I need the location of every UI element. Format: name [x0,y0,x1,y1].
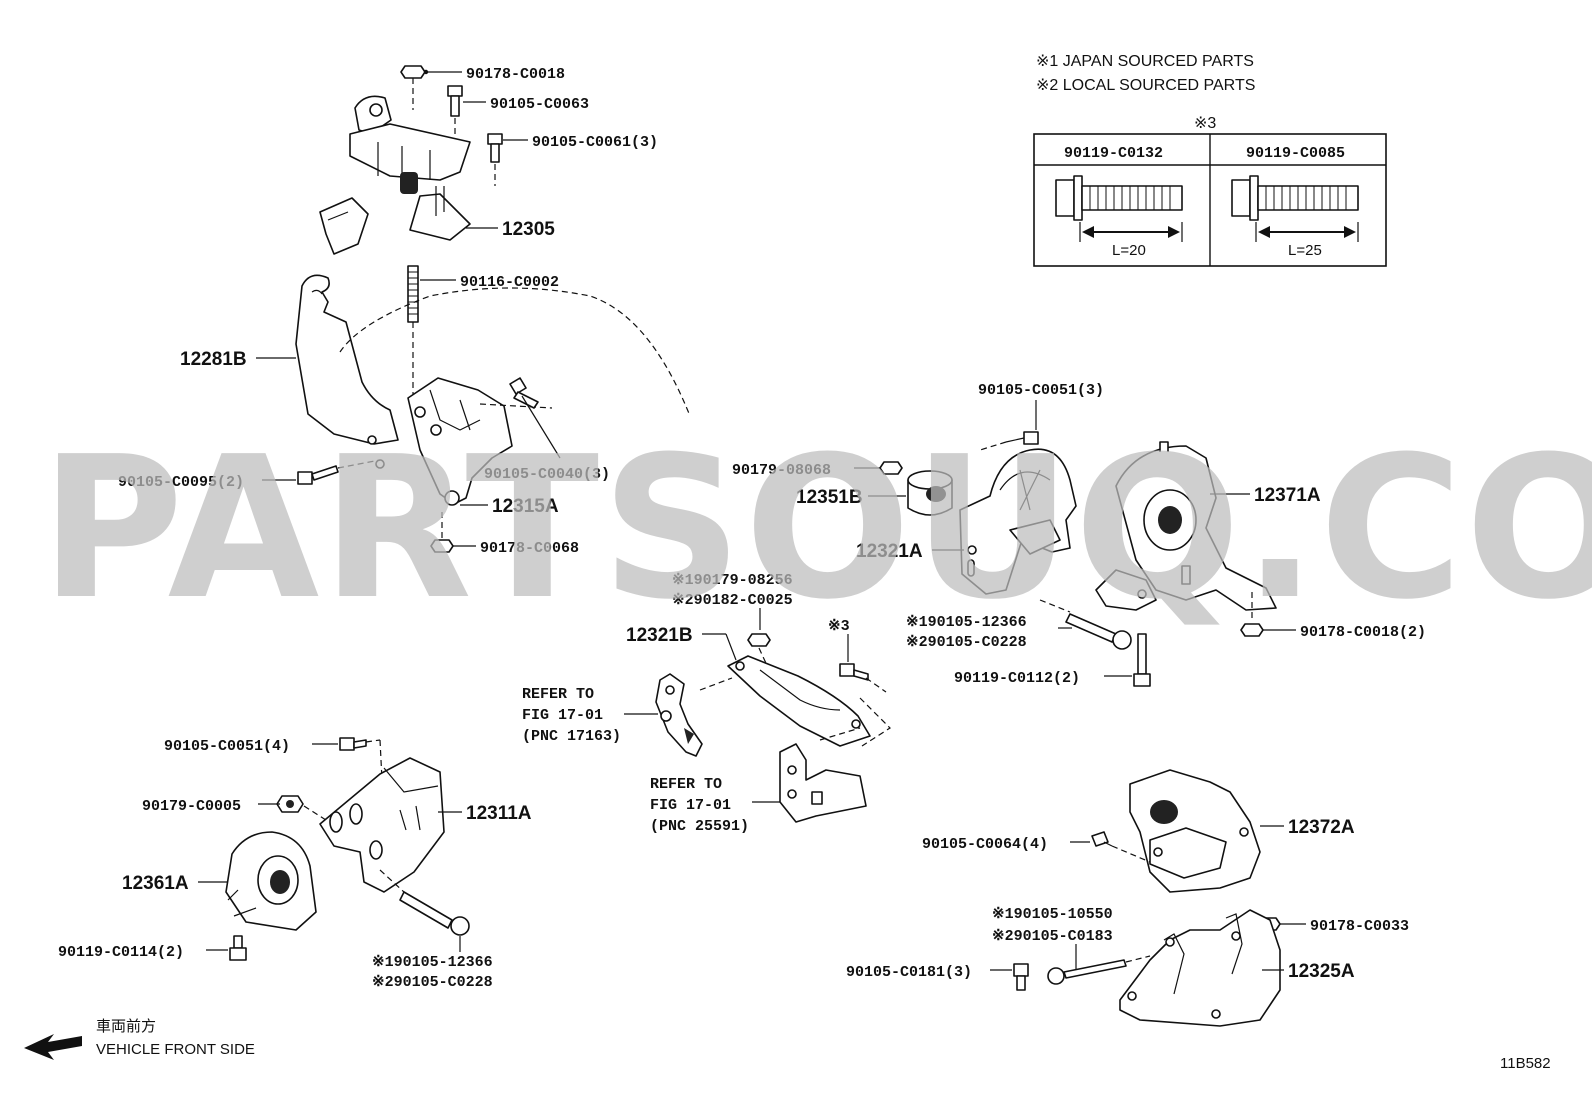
direction-en: VEHICLE FRONT SIDE [96,1041,255,1058]
label-190105-12366-bot: ※190105-12366 [372,954,493,971]
label-90179-c0005: 90179-C0005 [142,798,241,815]
bolt-90119-c0112-icon [1133,633,1151,687]
direction-jp: 車両前方 [96,1018,156,1035]
label-90119-c0112: 90119-C0112(2) [954,670,1080,687]
label-90178-c0068: 90178-C0068 [480,540,579,557]
bolt-90105-c0051-3-icon [979,431,1039,451]
label-90178-c0018-2: 90178-C0018(2) [1300,624,1426,641]
bolt-length-table: 90119-C0132 90119-C0085 L=20 L=25 [1033,133,1387,267]
stud-90116-c0002-icon [407,265,419,400]
nut-90178-c0068-icon [430,512,454,553]
bolt-90105-c0181-icon [1013,963,1029,991]
label-190105-10550: ※190105-10550 [992,906,1113,923]
label-12321a: 12321A [856,541,923,562]
bolt-90105-c0051-4-icon [339,737,383,781]
mount-12371a [1095,441,1277,611]
label-90119-c0114: 90119-C0114(2) [58,944,184,961]
label-refer-2-a: REFER TO [650,776,722,793]
bolt-90105-12366-top-icon [1039,599,1132,650]
label-90105-c0051-4: 90105-C0051(4) [164,738,290,755]
bolt-table-ref: ※3 [1194,115,1216,132]
label-12321b: 12321B [626,625,693,646]
front-direction-arrow-icon [24,1034,82,1060]
label-refer-2-b: FIG 17-01 [650,797,731,814]
note-japan-sourced: ※1 JAPAN SOURCED PARTS [1036,53,1254,70]
note-local-sourced: ※2 LOCAL SOURCED PARTS [1036,77,1255,94]
bracket-12325a [1119,909,1281,1027]
bracket-12281b [295,274,691,469]
label-90105-c0051-3: 90105-C0051(3) [978,382,1104,399]
label-refer-1-a: REFER TO [522,686,594,703]
bracket-refer-25591 [779,743,867,823]
bolt-table-part-1: 90119-C0132 [1064,145,1163,162]
bolt-table-length-2: L=25 [1288,242,1322,259]
bolt-90105-c0040-icon [509,377,539,409]
label-12325a: 12325A [1288,961,1355,982]
bracket-12311a [319,757,445,893]
label-12315a: 12315A [492,496,559,517]
label-12351b: 12351B [796,487,863,508]
label-90178-c0033: 90178-C0033 [1310,918,1409,935]
label-290105-c0228-bot: ※290105-C0228 [372,974,493,991]
label-refer-2-c: (PNC 25591) [650,818,749,835]
bracket-refer-17163 [655,673,703,757]
label-90179-08068: 90179-08068 [732,462,831,479]
label-290182-c0025: ※290182-C0025 [672,592,793,609]
bolt-drawing-1 [1055,175,1183,242]
label-190179-08256: ※190179-08256 [672,572,793,589]
bolt-ref3-icon [839,663,887,693]
label-190105-12366-top: ※190105-12366 [906,614,1027,631]
label-90105-c0063: 90105-C0063 [490,96,589,113]
label-290105-c0183: ※290105-C0183 [992,928,1113,945]
label-90105-c0181: 90105-C0181(3) [846,964,972,981]
bracket-12321b [699,655,891,747]
label-90178-c0018: 90178-C0018 [466,66,565,83]
bracket-12372a [1129,769,1261,893]
bolt-90119-c0114-icon [229,935,247,961]
label-12305: 12305 [502,219,555,240]
label-290105-c0228-top: ※290105-C0228 [906,634,1027,651]
nut-90178-c0018-icon [400,65,426,110]
bracket-12305 [319,95,471,255]
label-12361a: 12361A [122,873,189,894]
label-90105-c0061: 90105-C0061(3) [532,134,658,151]
label-12371a: 12371A [1254,485,1321,506]
label-90105-c0040: 90105-C0040(3) [484,466,610,483]
bolt-table-length-1: L=20 [1112,242,1146,259]
figure-id: 11B582 [1500,1055,1551,1072]
mount-12361a [225,831,317,931]
watermark: PARTSOUQ.COM [40,415,1592,643]
bolt-90105-10550-icon [1047,955,1151,985]
label-refer-1-b: FIG 17-01 [522,707,603,724]
label-90116-c0002: 90116-C0002 [460,274,559,291]
bracket-12315a [407,377,553,506]
label-90105-c0064: 90105-C0064(4) [922,836,1048,853]
label-12372a: 12372A [1288,817,1355,838]
label-12311a: 12311A [466,803,532,824]
bushing-12351b [907,470,953,516]
bolt-90105-c0061-icon [487,133,503,186]
label-ref3-center: ※3 [828,618,850,635]
bolt-90105-c0095-icon [297,459,381,485]
bolt-drawing-2 [1231,175,1359,242]
bolt-90105-12366-bot-icon [379,869,470,936]
label-90105-c0095: 90105-C0095(2) [118,474,244,491]
bolt-table-part-2: 90119-C0085 [1246,145,1345,162]
label-12281b: 12281B [180,349,247,370]
nut-90178-c0018-2-icon [1240,592,1264,637]
bolt-90105-c0064-icon [1091,831,1151,863]
nut-90179-c0005-icon [276,795,327,821]
bracket-12321a [959,448,1077,595]
label-refer-1-c: (PNC 17163) [522,728,621,745]
bolt-90105-c0063-icon [447,85,463,150]
